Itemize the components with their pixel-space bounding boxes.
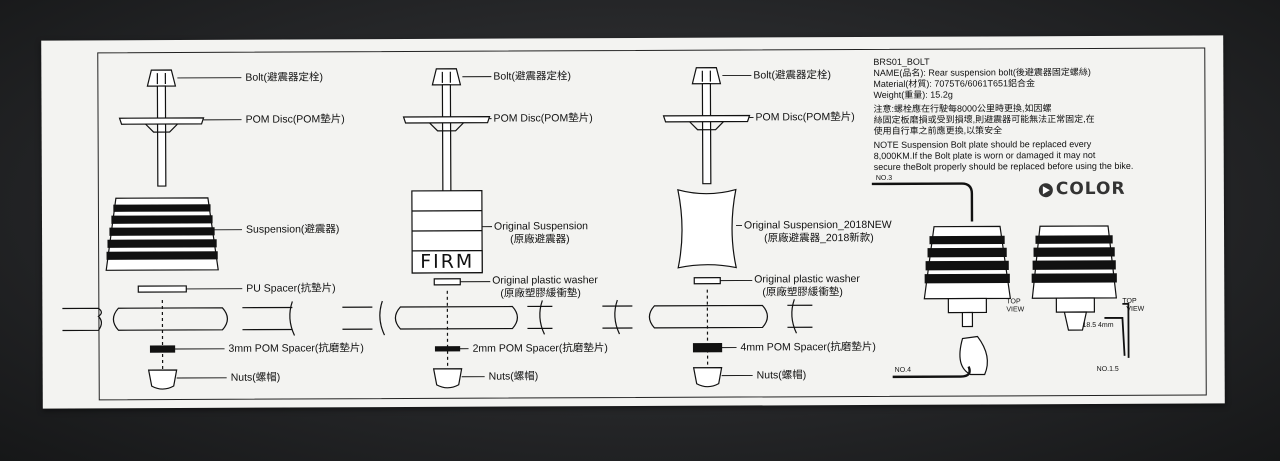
original-suspension-label: Original Suspension <box>493 220 589 233</box>
product-name: NAME(品名): Rear suspension bolt(後避震器固定螺絲) <box>873 67 1091 78</box>
nut-icon <box>692 367 723 388</box>
suspension-2018-label-zh: (原廠避震器_2018新款) <box>764 231 874 245</box>
no15-label: NO.1.5 <box>1096 365 1119 373</box>
top-view-label-d: VIEW <box>1126 305 1145 313</box>
zh-note-line-2: 絲固定板磨損或受到損壞,則避震器可能無法正常固定,在 <box>873 113 1095 125</box>
suspension-photo-a-icon <box>923 225 1012 328</box>
suspension-2018-icon <box>677 188 737 269</box>
pom-disc-icon <box>402 116 491 124</box>
pom-spacer-label: 2mm POM Spacer(抗磨墊片) <box>472 342 608 355</box>
pom-disc-label: POM Disc(POM墊片) <box>245 113 345 126</box>
product-weight: Weight(重量): 15.2g <box>873 89 953 100</box>
no3-label: NO.3 <box>875 174 893 182</box>
bolt-label: Bolt(避震器定栓) <box>753 69 831 82</box>
note-line-3: secure theBolt properly should be replac… <box>873 160 1134 172</box>
nuts-label: Nuts(螺帽) <box>230 371 281 384</box>
product-material: Material(材質): 7075T6/6061T651鋁合金 <box>873 78 1035 89</box>
top-view-label-b: VIEW <box>1006 306 1025 314</box>
pom-spacer-icon <box>149 345 176 353</box>
suspension-label: Suspension(避震器) <box>246 223 340 236</box>
bolt-head-icon <box>431 68 462 86</box>
assembly-drawings <box>62 67 1130 390</box>
bolt-head-icon <box>146 69 177 87</box>
installation-illustration <box>871 182 1130 379</box>
firm-marking: FIRM <box>420 250 475 273</box>
top-view-label-c: TOP <box>1122 297 1137 305</box>
pom-disc-label: POM Disc(POM墊片) <box>493 112 593 125</box>
pu-spacer-label: PU Spacer(抗墊片) <box>246 282 336 295</box>
nuts-label: Nuts(螺帽) <box>756 369 807 382</box>
brand-logo: COLOR <box>1055 178 1126 200</box>
suspension-photo-b-icon <box>1031 225 1118 331</box>
plastic-washer-label-zh: (原廠塑膠緩衝墊) <box>762 286 843 299</box>
zh-note-line-1: 注意:螺栓應在行駛每8000公里時更換,如因螺 <box>873 103 1052 114</box>
pom-disc-icon <box>118 117 205 125</box>
nuts-label: Nuts(螺帽) <box>488 370 539 383</box>
bolt-label: Bolt(避震器定栓) <box>493 70 571 83</box>
pom-disc-label: POM Disc(POM墊片) <box>755 111 855 124</box>
assembly-3-drawing <box>602 67 813 388</box>
pom-spacer-label: 3mm POM Spacer(抗磨墊片) <box>228 342 364 355</box>
top-view-label-a: TOP <box>1006 298 1021 306</box>
zh-note-line-3: 使用自行車之前應更換,以策安全 <box>873 125 1003 136</box>
bolt-head-icon <box>691 67 722 85</box>
dimension-label: 18.5 4mm <box>1082 321 1114 330</box>
pom-spacer-label: 4mm POM Spacer(抗磨墊片) <box>740 340 876 354</box>
assembly-1-drawing <box>62 69 296 390</box>
plastic-washer-label: Original plastic washer <box>754 273 860 286</box>
pom-spacer-icon <box>692 343 723 353</box>
assembly-2-drawing <box>342 68 553 389</box>
nut-icon <box>147 369 178 390</box>
bolt-label: Bolt(避震器定栓) <box>245 71 323 84</box>
suspension-2018-label: Original Suspension_2018NEW <box>743 218 892 232</box>
instruction-sheet: Bolt(避震器定栓) POM Disc(POM墊片) Suspension(避… <box>41 35 1225 409</box>
nut-icon <box>432 368 463 389</box>
suspension-icon <box>105 197 219 271</box>
plastic-washer-label: Original plastic washer <box>492 274 598 287</box>
no4-label: NO.4 <box>894 366 912 374</box>
pom-disc-icon <box>662 114 751 123</box>
pu-spacer-icon <box>137 285 187 293</box>
product-code: BRS01_BOLT <box>873 56 930 67</box>
plastic-washer-label-zh: (原廠塑膠緩衝墊) <box>500 287 581 300</box>
pom-spacer-icon <box>434 346 461 352</box>
plastic-washer-icon <box>433 278 461 286</box>
original-suspension-icon <box>411 190 483 274</box>
plastic-washer-icon <box>693 277 721 285</box>
original-suspension-label-zh: (原廠避震器) <box>510 233 570 246</box>
